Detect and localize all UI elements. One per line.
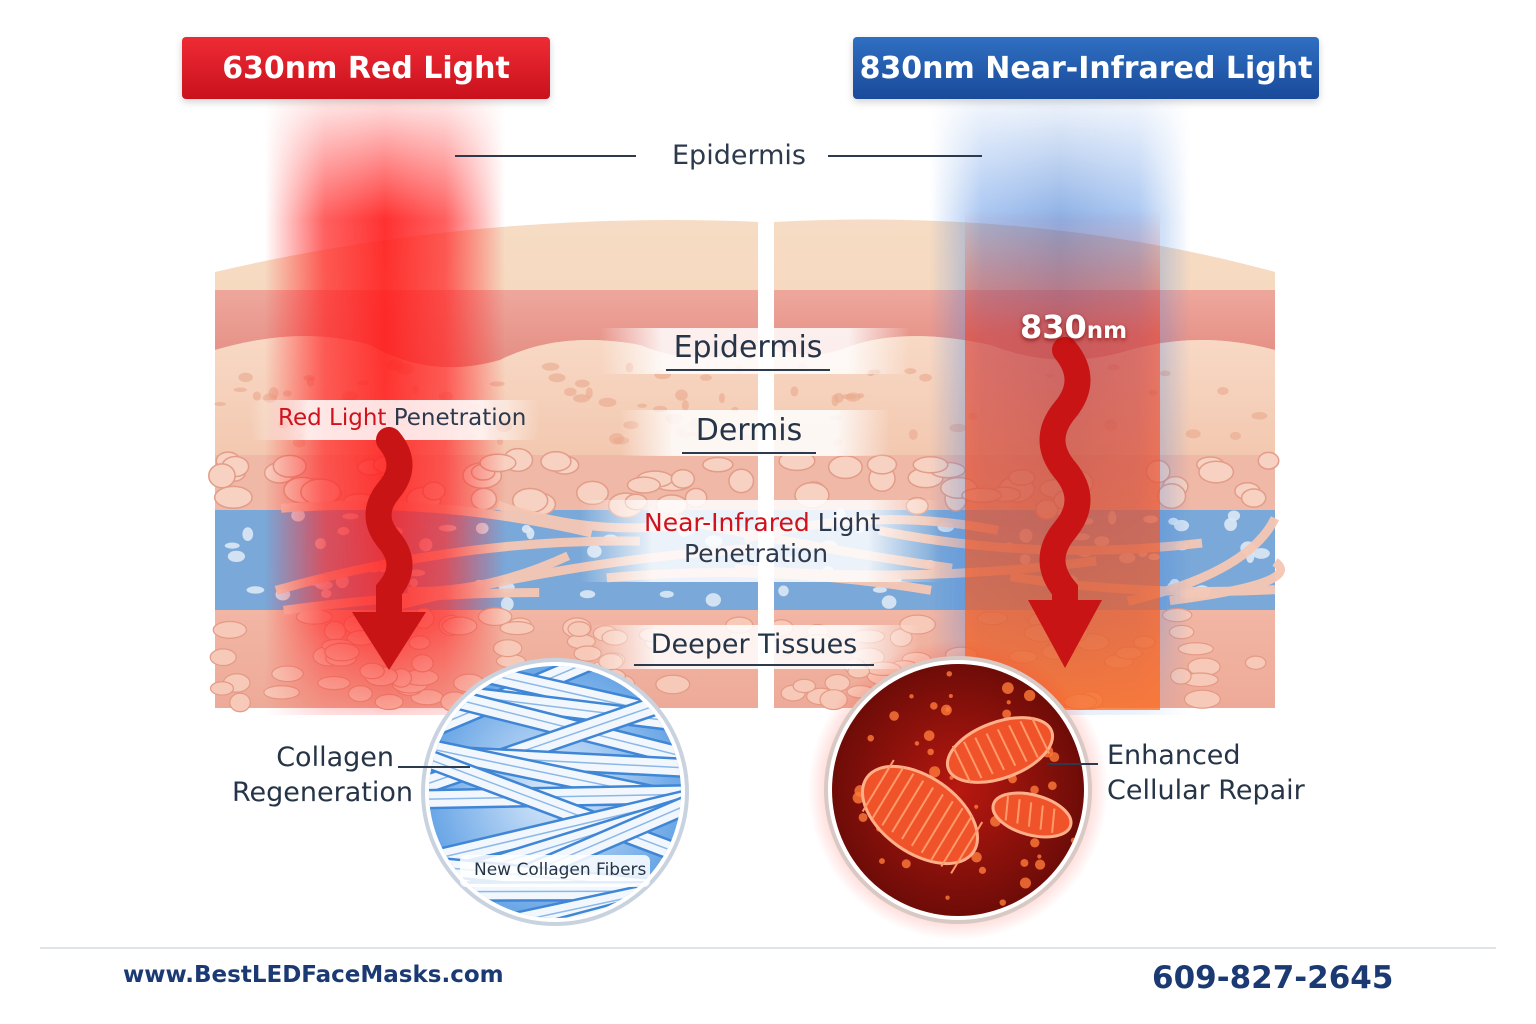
epidermis-label: Epidermis [666,330,830,371]
deeper-tissues-label: Deeper Tissues [634,629,874,666]
phone-number[interactable]: 609-827-2645 [1152,960,1394,996]
nir-light-banner: 830nm Near-Infrared Light [853,37,1319,99]
top-epidermis-label: Epidermis [672,140,806,171]
mitochondria-inset [808,640,1108,940]
nir-penetration-label: Near-Infrared Light Penetration [644,508,881,568]
collagen-regeneration-label: Collagen Regeneration [232,742,413,808]
nir-penetration-arrow [1028,337,1102,668]
nir-wavelength-marker: 830nm [1020,308,1128,346]
new-collagen-caption: New Collagen Fibers [474,860,647,880]
website-link[interactable]: www.BestLEDFaceMasks.com [123,962,504,988]
red-penetration-arrow [352,427,426,670]
dermis-label: Dermis [682,413,816,454]
red-light-banner: 630nm Red Light [182,37,550,99]
cellular-repair-label: Enhanced Cellular Repair [1107,740,1305,806]
red-penetration-label: Red Light Penetration [278,405,527,431]
